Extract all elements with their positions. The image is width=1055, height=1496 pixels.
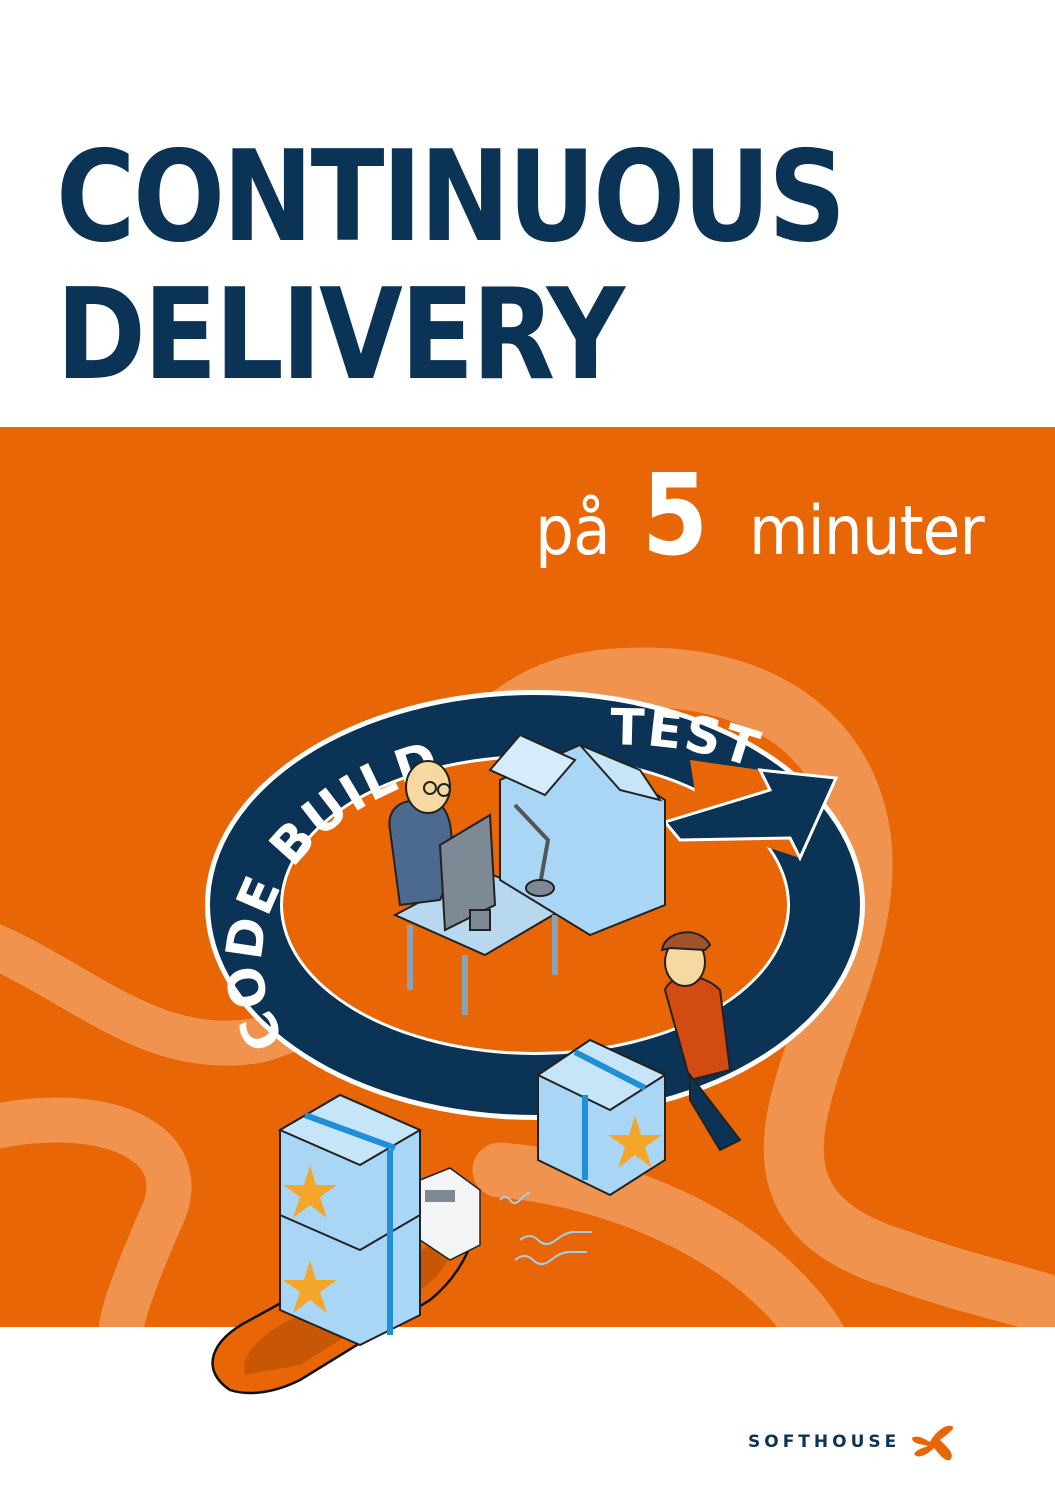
subtitle-suffix: minuter — [749, 492, 985, 571]
subtitle-number: 5 — [642, 451, 709, 581]
brand-name: SOFTHOUSE — [748, 1432, 901, 1452]
softhouse-swirl-icon — [912, 1425, 954, 1461]
page-title: CONTINUOUS DELIVERY — [56, 123, 846, 408]
subtitle-prefix: på — [535, 492, 611, 571]
title-line-1: CONTINUOUS — [56, 123, 846, 270]
subtitle: på 5 minuter — [531, 460, 997, 572]
brand-logo: SOFTHOUSE — [748, 1420, 958, 1464]
title-line-2: DELIVERY — [56, 261, 625, 408]
